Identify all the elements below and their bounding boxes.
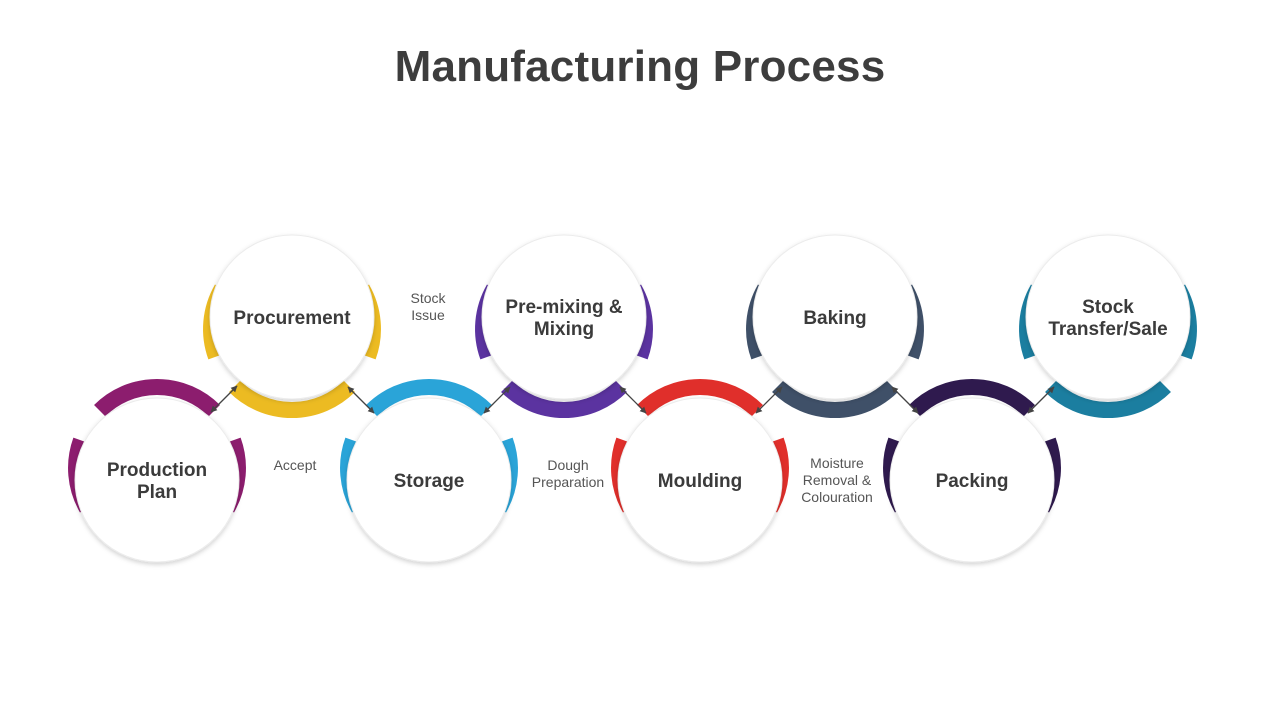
connector-arrow	[619, 386, 647, 414]
connector-arrow	[347, 386, 375, 414]
step-label: Moulding	[658, 471, 742, 492]
step-note-line: Accept	[274, 457, 317, 473]
connector-arrow	[483, 386, 511, 414]
step-circle	[209, 234, 375, 400]
step-circle	[752, 234, 918, 400]
step-note-line: Preparation	[532, 474, 604, 490]
step-ring-arc	[772, 380, 898, 418]
step-circle	[74, 397, 240, 563]
step-note-line: Moisture	[810, 455, 864, 471]
step-circle	[346, 397, 512, 563]
connector-arrow	[755, 386, 783, 414]
step-note-line: Dough	[547, 457, 588, 473]
step-label: Storage	[394, 471, 465, 492]
step-label: Baking	[803, 308, 866, 329]
page-title: Manufacturing Process	[394, 42, 886, 91]
step-label-line: Baking	[803, 308, 866, 329]
step-note-line: Stock	[410, 290, 446, 306]
step-ring-arc	[229, 380, 355, 418]
connector-arrow	[210, 385, 238, 413]
step-ring-arc	[501, 380, 627, 418]
step-circle	[1025, 234, 1191, 400]
step-label: Procurement	[233, 308, 351, 329]
step-label: Pre-mixing &Mixing	[505, 297, 622, 340]
step-circle	[889, 397, 1055, 563]
step-label-line: Moulding	[658, 471, 742, 492]
connector-arrow	[1027, 386, 1055, 414]
step-label-line: Pre-mixing &	[505, 297, 622, 318]
step-label-line: Mixing	[534, 319, 594, 340]
step-label-line: Packing	[936, 471, 1009, 492]
connector-arrow	[891, 386, 919, 414]
step-note-line: Removal &	[803, 472, 872, 488]
step-ring-arc	[94, 379, 220, 417]
step-label-line: Plan	[137, 482, 177, 503]
step-label: Packing	[936, 471, 1009, 492]
step-label-line: Production	[107, 460, 207, 481]
step-note-line: Colouration	[801, 489, 873, 505]
step-label-line: Stock	[1082, 297, 1134, 318]
step-ring-arc	[909, 379, 1035, 417]
step-label-line: Storage	[394, 471, 465, 492]
step-ring-arc	[1045, 380, 1171, 418]
step-ring-arc	[366, 379, 492, 417]
step-note: Accept	[274, 457, 317, 473]
step-label-line: Transfer/Sale	[1048, 319, 1167, 340]
step-circle	[481, 234, 647, 400]
step-label-line: Procurement	[233, 308, 351, 329]
step-circle	[617, 397, 783, 563]
step-note-line: Issue	[411, 307, 445, 323]
step-ring-arc	[637, 379, 763, 417]
